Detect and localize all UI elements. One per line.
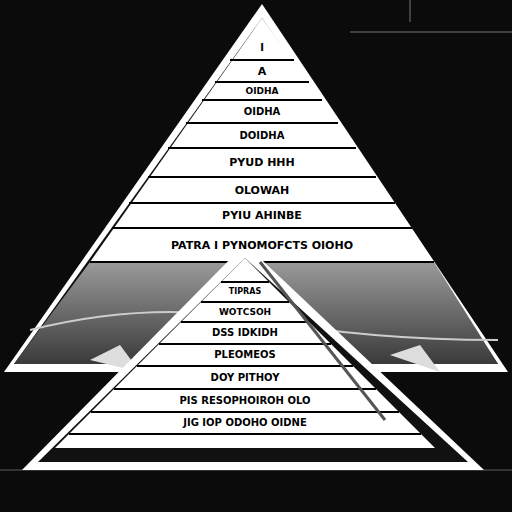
band-text: OIDHA bbox=[244, 107, 281, 117]
band-text: WOTCSOH bbox=[219, 308, 271, 317]
band-text: DOIDHA bbox=[240, 131, 285, 141]
band-text: PYUD HHH bbox=[229, 157, 295, 168]
pyramid-band: OLOWAH bbox=[154, 177, 370, 203]
band-text: PLEOMEOS bbox=[214, 350, 276, 360]
pyramid-band: PIS RESOPHOIROH OLO bbox=[118, 389, 372, 412]
pyramid-band: A bbox=[236, 60, 287, 82]
band-text: DOY PITHOY bbox=[211, 373, 280, 383]
band-text: DSS IDKIDH bbox=[212, 328, 278, 338]
pyramid-band: DOY PITHOY bbox=[141, 366, 349, 389]
band-text: I bbox=[260, 43, 264, 53]
pyramid-band: PYUD HHH bbox=[175, 148, 350, 177]
band-text: PYIU AHINBE bbox=[222, 210, 302, 221]
pyramid-band: PLEOMEOS bbox=[163, 344, 327, 366]
pyramid-band: I bbox=[252, 35, 272, 60]
pyramid-band: OIDHA bbox=[208, 100, 315, 123]
band-text: OIDHA bbox=[246, 87, 279, 96]
pyramid-band: OIDHA bbox=[221, 82, 303, 100]
band-text: PATRA I PYNOMOFCTS OIOHO bbox=[171, 240, 353, 251]
band-text: JIG IOP ODOHO OIDNE bbox=[183, 418, 307, 428]
pyramid-band: JIG IOP ODOHO OIDNE bbox=[95, 412, 395, 434]
band-text: PIS RESOPHOIROH OLO bbox=[180, 396, 311, 406]
band-text: OLOWAH bbox=[235, 185, 290, 196]
pyramid-band: DOIDHA bbox=[192, 123, 332, 148]
pyramid-band: WOTCSOH bbox=[205, 302, 285, 322]
band-text: TIPRAS bbox=[229, 288, 261, 296]
pyramid-band: PYIU AHINBE bbox=[136, 203, 388, 228]
pyramid-band: PATRA I PYNOMOFCTS OIOHO bbox=[118, 228, 405, 262]
band-text: A bbox=[258, 66, 267, 77]
pyramid-band: DSS IDKIDH bbox=[185, 322, 305, 344]
pyramid-band: TIPRAS bbox=[225, 282, 265, 302]
